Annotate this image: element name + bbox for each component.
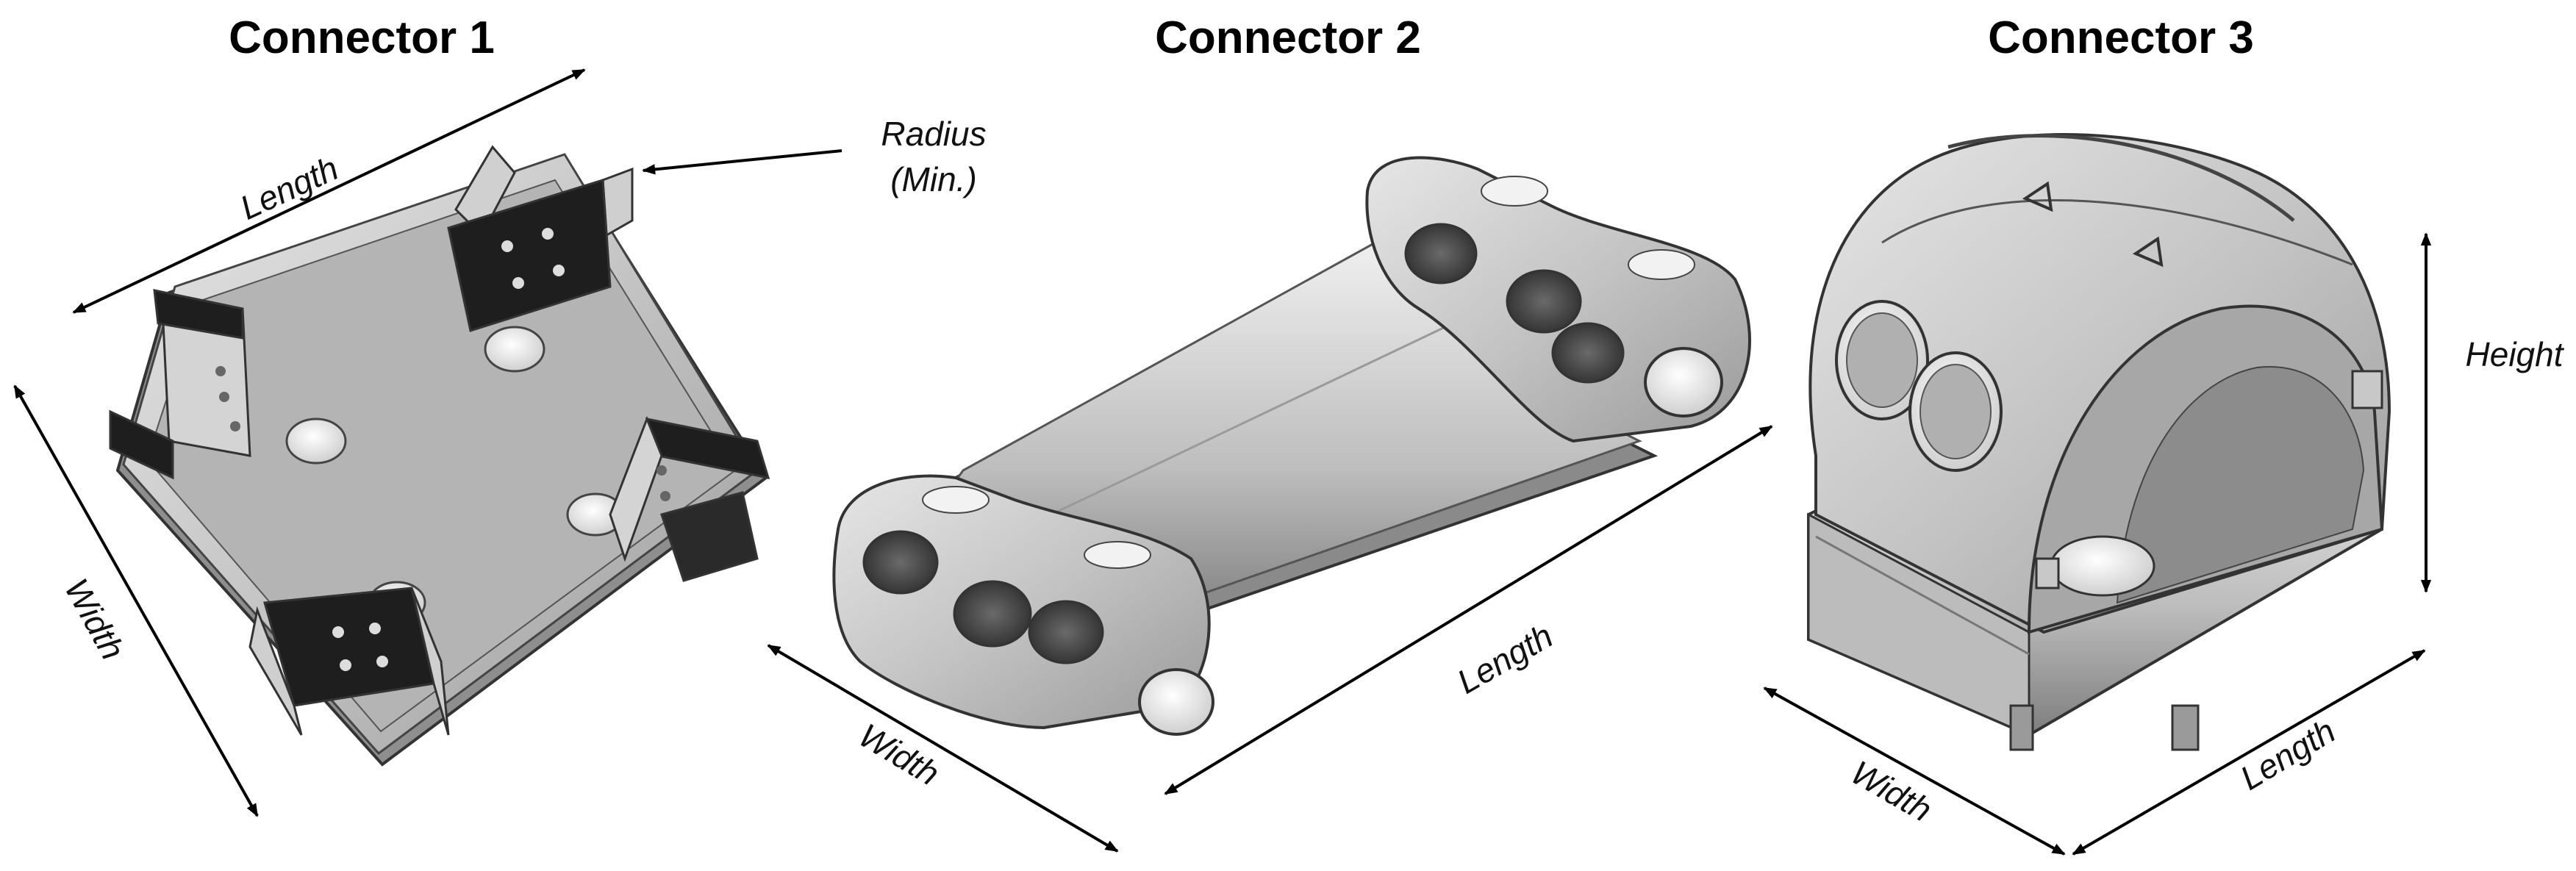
connector-3-length-arrow xyxy=(2072,649,2426,856)
connector-1-length-label: Length xyxy=(234,148,343,227)
connector-3-title: Connector 3 xyxy=(1988,12,2254,63)
connector-2-title: Connector 2 xyxy=(1155,12,1421,63)
connector-3-height-label: Height xyxy=(2466,335,2565,373)
connector-2-length-arrow xyxy=(1164,425,1773,795)
connector-1-radius-leader xyxy=(642,149,842,175)
connector-3-length-label: Length xyxy=(2233,712,2341,797)
connector-2-width-label: Width xyxy=(853,716,946,793)
connector-1-radius-label-line2: (Min.) xyxy=(890,160,977,198)
connector-1-width-label: Width xyxy=(57,572,132,666)
connector-3-width-label: Width xyxy=(1845,753,1938,829)
connector-2-illustration xyxy=(832,156,1751,736)
connector-1-radius-label-line1: Radius xyxy=(881,115,986,153)
connector-2-length-label: Length xyxy=(1450,616,1559,700)
connector-1-title: Connector 1 xyxy=(229,12,495,63)
connector-1-illustration xyxy=(109,145,770,767)
connector-3-width-arrow xyxy=(1763,687,2066,856)
connector-1-length-arrow xyxy=(72,68,586,314)
connector-3-illustration xyxy=(1807,133,2391,751)
connector-2-width-arrow xyxy=(767,644,1119,853)
connector-1-width-arrow xyxy=(13,384,259,817)
